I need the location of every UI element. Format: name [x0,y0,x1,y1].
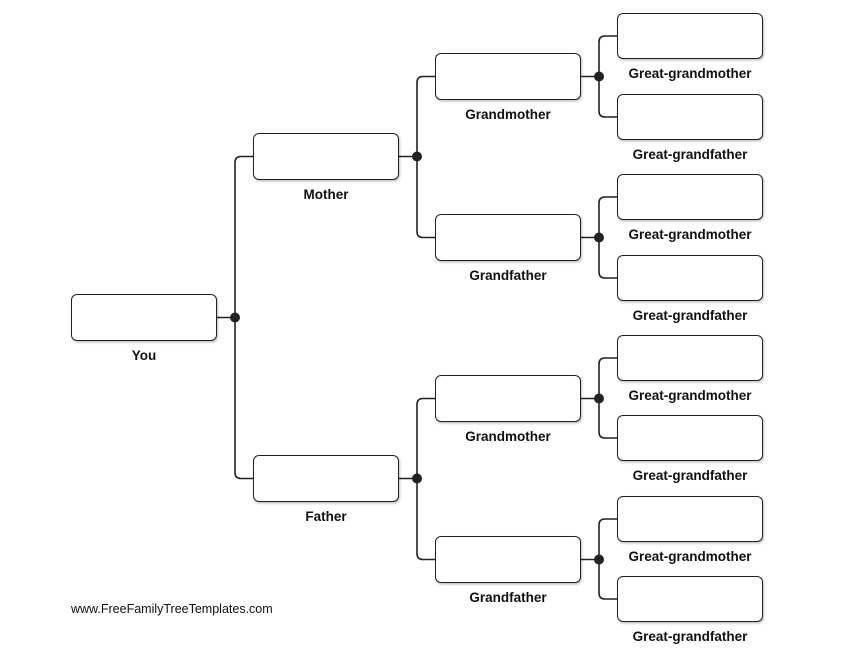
role-label-paternal-grandfather: Grandfather [469,590,547,605]
role-label-ggf-3: Great-grandfather [632,468,748,483]
junction-dot-you [230,312,240,323]
website-footer: www.FreeFamilyTreeTemplates.com [71,602,273,616]
role-label-ggf-2: Great-grandfather [632,308,748,323]
role-label-father: Father [305,509,347,524]
name-box-ggf-2[interactable] [617,255,763,301]
name-box-paternal-grandfather[interactable] [435,536,581,583]
name-box-maternal-grandmother[interactable] [435,53,581,100]
name-box-mother[interactable] [253,133,399,180]
role-label-ggm-3: Great-grandmother [628,388,752,403]
role-label-mother: Mother [303,187,349,202]
name-box-you[interactable] [71,294,217,341]
name-box-paternal-grandmother[interactable] [435,375,581,422]
role-label-you: You [131,348,157,363]
name-box-ggf-1[interactable] [617,94,763,140]
name-box-ggm-3[interactable] [617,335,763,381]
name-box-ggm-4[interactable] [617,496,763,542]
role-label-ggm-1: Great-grandmother [628,66,752,81]
name-box-ggf-3[interactable] [617,415,763,461]
name-box-ggm-1[interactable] [617,13,763,59]
role-label-maternal-grandmother: Grandmother [465,107,551,122]
junction-dot-paternal-grandmother [594,393,604,404]
junction-dot-father [412,473,422,484]
role-label-ggm-2: Great-grandmother [628,227,752,242]
name-box-ggf-4[interactable] [617,576,763,622]
name-box-ggm-2[interactable] [617,174,763,220]
role-label-ggf-1: Great-grandfather [632,147,748,162]
role-label-paternal-grandmother: Grandmother [465,429,551,444]
role-label-maternal-grandfather: Grandfather [469,268,547,283]
junction-dot-mother [412,151,422,162]
name-box-father[interactable] [253,455,399,502]
junction-dot-maternal-grandmother [594,71,604,82]
junction-dot-maternal-grandfather [594,232,604,243]
junction-dot-paternal-grandfather [594,554,604,565]
role-label-ggf-4: Great-grandfather [632,629,748,644]
name-box-maternal-grandfather[interactable] [435,214,581,261]
role-label-ggm-4: Great-grandmother [628,549,752,564]
